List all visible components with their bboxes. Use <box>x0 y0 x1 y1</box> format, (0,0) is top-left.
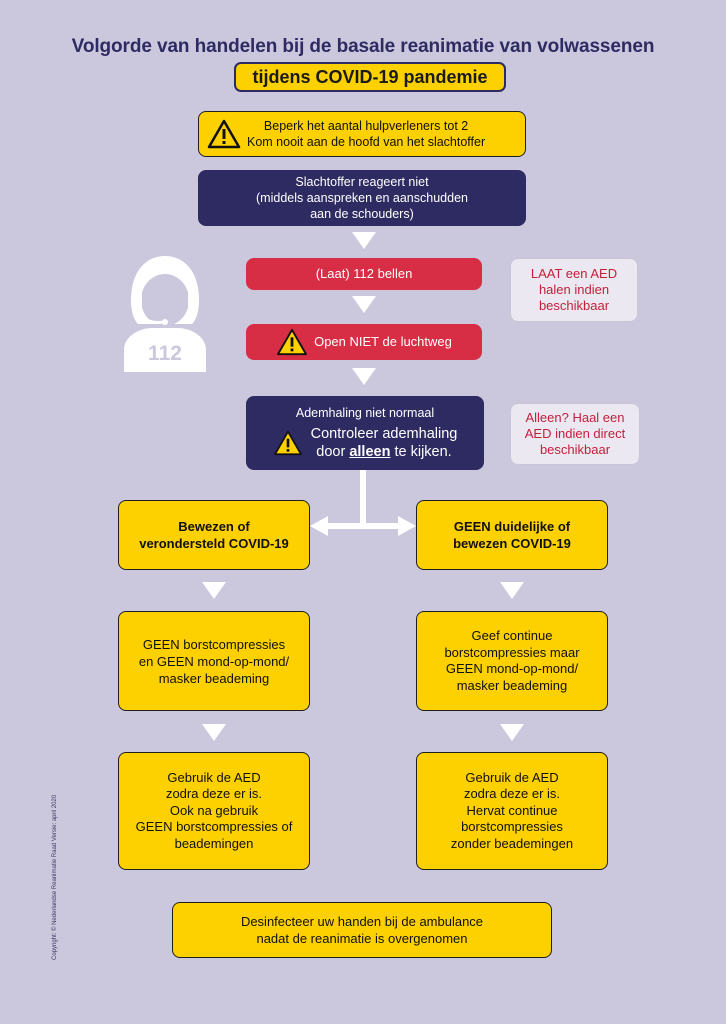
down-arrow-icon <box>352 368 376 385</box>
final-step-box: Desinfecteer uw handen bij de ambulance … <box>172 902 552 958</box>
note-alone: Alleen? Haal een AED indien direct besch… <box>510 403 640 465</box>
headset-operator-icon: 112 <box>118 250 212 372</box>
breathing-line-2: door alleen te kijken. <box>316 444 452 460</box>
left-aed-line-4: GEEN borstcompressies of <box>135 819 293 835</box>
down-arrow-icon <box>202 582 226 599</box>
note-aed-line-3: beschikbaar <box>538 298 610 313</box>
note-alone-line-3: beschikbaar <box>539 442 611 457</box>
warning-triangle-icon <box>207 119 241 149</box>
right-aed-line-1: Gebruik de AED <box>465 769 559 785</box>
down-arrow-icon <box>352 232 376 249</box>
step-breathing: Ademhaling niet normaal Controleer ademh… <box>246 396 484 470</box>
warning-line-2: Kom nooit aan de hoofd van het slachtoff… <box>247 135 486 149</box>
left-aed-line-2: zodra deze er is. <box>165 786 263 802</box>
right-aed-line-2: zodra deze er is. <box>463 786 561 802</box>
page-title: Volgorde van handelen bij de basale rean… <box>71 36 655 57</box>
left-condition-line-1: Bewezen of <box>178 519 250 534</box>
right-action-box: Geef continue borstcompressies maar GEEN… <box>416 611 608 711</box>
down-arrow-icon <box>500 582 524 599</box>
down-arrow-icon <box>202 724 226 741</box>
breathing-heading: Ademhaling niet normaal <box>295 406 435 420</box>
left-action-line-3: masker beademing <box>158 670 270 686</box>
right-condition-line-1: GEEN duidelijke of <box>453 519 571 534</box>
left-action-line-1: GEEN borstcompressies <box>142 636 286 652</box>
down-arrow-icon <box>352 296 376 313</box>
left-aed-line-1: Gebruik de AED <box>167 769 261 785</box>
right-condition-box: GEEN duidelijke of bewezen COVID-19 <box>416 500 608 570</box>
note-alone-line-1: Alleen? Haal een <box>525 410 625 425</box>
left-action-box: GEEN borstcompressies en GEEN mond-op-mo… <box>118 611 310 711</box>
note-aed-line-1: LAAT een AED <box>530 266 618 281</box>
note-aed-line-2: halen indien <box>538 282 610 297</box>
right-condition-line-2: bewezen COVID-19 <box>453 536 571 551</box>
left-aed-box: Gebruik de AED zodra deze er is. Ook na … <box>118 752 310 870</box>
warning-box: Beperk het aantal hulpverleners tot 2 Ko… <box>198 111 526 157</box>
left-aed-line-3: Ook na gebruik <box>169 802 259 818</box>
down-arrow-icon <box>500 724 524 741</box>
step-unresponsive: Slachtoffer reageert niet (middels aansp… <box>198 170 526 226</box>
right-action-line-4: masker beademing <box>456 677 568 693</box>
right-action-line-3: GEEN mond-op-mond/ <box>445 661 579 676</box>
breathing-emphasis: alleen <box>349 444 391 460</box>
right-aed-line-3: Hervat continue <box>466 802 558 818</box>
dispatcher-number: 112 <box>148 342 182 365</box>
right-action-line-1: Geef continue <box>471 628 553 643</box>
final-line-1: Desinfecteer uw handen bij de ambulance <box>240 914 484 929</box>
note-aed: LAAT een AED halen indien beschikbaar <box>510 258 638 322</box>
note-alone-line-2: AED indien direct <box>524 426 626 441</box>
warning-triangle-icon <box>273 430 302 456</box>
left-aed-line-5: beademingen <box>174 835 254 851</box>
right-aed-line-5: zonder beademingen <box>450 835 574 851</box>
left-condition-line-2: verondersteld COVID-19 <box>139 536 289 551</box>
step-call-112: (Laat) 112 bellen <box>246 258 482 290</box>
warning-line-1: Beperk het aantal hulpverleners tot 2 <box>263 119 469 133</box>
unresponsive-line-1: Slachtoffer reageert niet <box>295 175 429 189</box>
step-airway: Open NIET de luchtweg <box>246 324 482 360</box>
page-subtitle: tijdens COVID-19 pandemie <box>234 62 506 92</box>
right-aed-box: Gebruik de AED zodra deze er is. Hervat … <box>416 752 608 870</box>
split-arrow-icon <box>310 470 416 536</box>
unresponsive-line-3: aan de schouders) <box>310 207 414 221</box>
copyright-text: Copyright: © Nederlandse Reanimatie Raad… <box>52 794 58 960</box>
call-label: (Laat) 112 bellen <box>315 266 413 281</box>
left-action-line-2: en GEEN mond-op-mond/ <box>138 653 290 669</box>
left-condition-box: Bewezen of verondersteld COVID-19 <box>118 500 310 570</box>
right-action-line-2: borstcompressies maar <box>444 644 580 660</box>
right-aed-line-4: borstcompressies <box>461 819 563 835</box>
warning-triangle-icon <box>277 328 308 356</box>
breathing-line-1: Controleer ademhaling <box>310 426 458 442</box>
final-line-2: nadat de reanimatie is overgenomen <box>256 931 468 946</box>
unresponsive-line-2: (middels aanspreken en aanschudden <box>256 191 468 205</box>
airway-label: Open NIET de luchtweg <box>314 334 452 349</box>
